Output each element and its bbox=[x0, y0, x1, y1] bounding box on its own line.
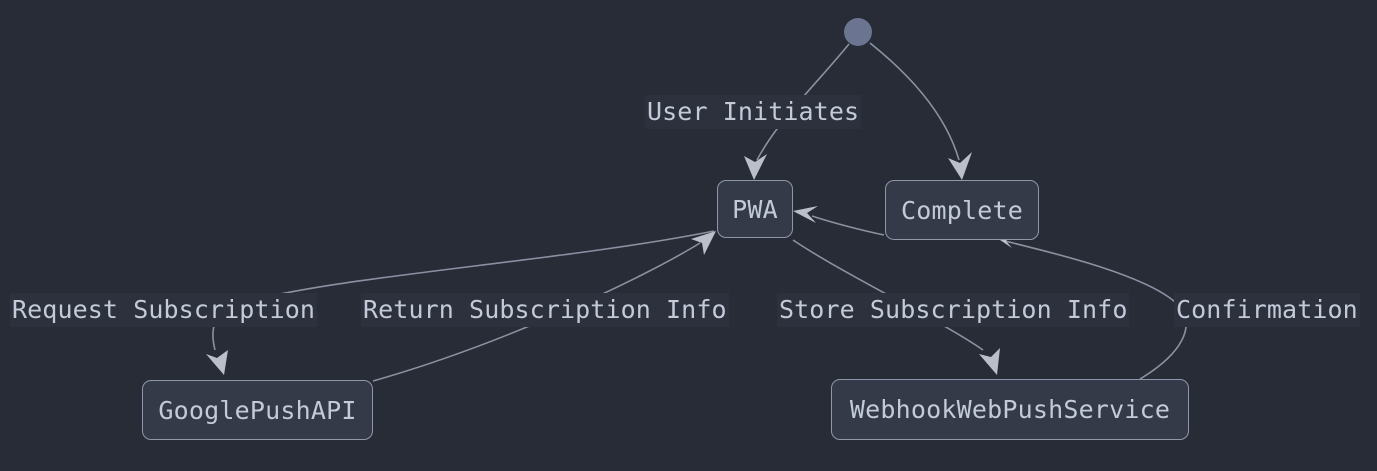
edge-label-store-subscription-info: Store Subscription Info bbox=[777, 293, 1130, 327]
edge-complete-to-pwa bbox=[811, 215, 885, 236]
node-complete[interactable]: Complete bbox=[885, 180, 1039, 240]
arrowhead-start-to-pwa bbox=[744, 154, 767, 180]
edge-label-user-initiates: User Initiates bbox=[645, 95, 862, 129]
arrowhead-pwa-to-webhookwebpushservice bbox=[979, 348, 1000, 375]
edge-label-confirmation: Confirmation bbox=[1174, 293, 1360, 327]
node-complete-label: Complete bbox=[900, 195, 1023, 225]
edge-pwa-to-googlepushapi bbox=[212, 230, 715, 351]
node-googlepushapi-label: GooglePushAPI bbox=[158, 395, 357, 425]
edge-label-request-subscription: Request Subscription bbox=[10, 293, 318, 327]
node-pwa[interactable]: PWA bbox=[717, 180, 793, 238]
node-webhookwebpushservice[interactable]: WebhookWebPushService bbox=[831, 379, 1189, 440]
edge-webhookwebpushservice-to-complete bbox=[1004, 240, 1187, 380]
node-webhookwebpushservice-label: WebhookWebPushService bbox=[849, 395, 1171, 424]
arrowhead-googlepushapi-to-pwa bbox=[691, 231, 716, 255]
arrowhead-start-to-complete bbox=[948, 152, 972, 180]
node-googlepushapi[interactable]: GooglePushAPI bbox=[142, 380, 373, 440]
edge-start-to-complete bbox=[869, 42, 960, 161]
arrowhead-complete-to-pwa bbox=[793, 206, 818, 223]
node-pwa-label: PWA bbox=[732, 194, 778, 224]
start-node[interactable] bbox=[844, 18, 872, 46]
arrowhead-pwa-to-googlepushapi bbox=[206, 350, 228, 375]
edge-label-return-subscription-info: Return Subscription Info bbox=[361, 293, 729, 327]
